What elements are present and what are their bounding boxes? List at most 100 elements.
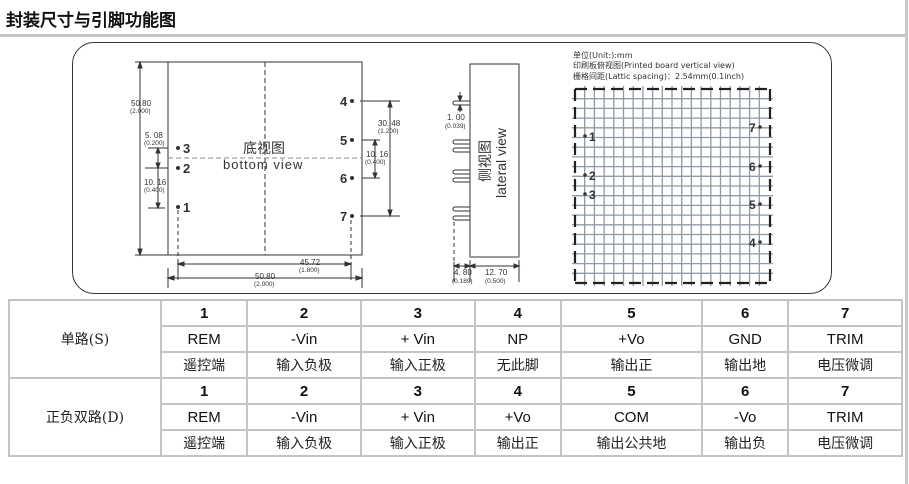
pcb-pin-2-label: 2 (589, 169, 596, 183)
dim-pin-span-in: (1.800) (299, 267, 320, 274)
dim-depth-mm: 12. 70 (485, 268, 508, 277)
side-pin (452, 215, 470, 221)
dim-pin3-offset-in: (0.200) (144, 140, 165, 147)
dim-pin-len-mm: 4. 80 (454, 268, 472, 277)
pin-description: 遥控端 (159, 351, 249, 379)
pin-3-label: 3 (183, 141, 190, 156)
dim-pin-len-in: (0.189) (452, 278, 473, 285)
pin-1-label: 1 (183, 200, 190, 215)
pin-number: 1 (159, 377, 249, 405)
pin-number: 6 (701, 377, 790, 405)
pin-2-label: 2 (183, 161, 190, 176)
pin-5-label: 5 (340, 133, 347, 148)
lateral-view-dimensions: 1. 00 (0.039) 4. 80 (0.189) 12. 70 (0.50… (445, 113, 508, 285)
pin-description: 输出公共地 (559, 429, 704, 457)
page-edge-divider (905, 0, 908, 484)
group-name-single: 单路(S) (8, 299, 162, 379)
pin-signal: REM (159, 403, 249, 431)
group-name-dual: 正负双路(D) (8, 377, 162, 457)
dim-width-mm: 50.80 (255, 272, 276, 281)
pcb-spacing-note: 栅格间距(Lattic spacing)：2.54mm(0.1inch) (573, 71, 744, 81)
pin-signal: +Vo (559, 325, 704, 353)
pcb-grid (572, 86, 773, 286)
pcb-pin-6-marker (758, 164, 762, 168)
pin-number: 2 (246, 377, 362, 405)
bottom-view-pins: 3 2 1 4 5 6 7 (176, 94, 354, 224)
page-title: 封装尺寸与引脚功能图 (6, 11, 176, 31)
pin-signal: REM (159, 325, 249, 353)
table-row: 遥控端 输入负极 输入正极 输出正 输出公共地 输出负 电压微调 (9, 429, 903, 457)
pin-signal: +Vo (473, 403, 562, 431)
lateral-view-label: 侧视图 lateral view (478, 127, 509, 198)
side-pin (452, 147, 470, 153)
pin-6-marker (350, 176, 354, 180)
pin-7-label: 7 (340, 209, 347, 224)
pin-signal: GND (701, 325, 790, 353)
pin-number: 1 (159, 299, 249, 327)
package-drawing: 3 2 1 4 5 6 7 底视图 bottom view 50.80 (2.0… (130, 50, 773, 288)
pin-number: 2 (246, 299, 362, 327)
drawing-frame (72, 42, 832, 294)
side-pin (452, 206, 470, 212)
dim-depth-in: (0.500) (485, 278, 506, 285)
pcb-pin-7-marker (758, 125, 762, 129)
side-pin (452, 139, 470, 145)
pcb-pins: 1 2 3 4 5 6 7 (583, 121, 762, 250)
pin-description: 输出正 (473, 429, 562, 457)
pcb-pin-2-marker (583, 173, 587, 177)
pin-description: 无此脚 (473, 351, 562, 379)
pcb-pin-4-marker (758, 240, 762, 244)
pin-7-marker (350, 214, 354, 218)
side-pin (452, 169, 470, 175)
dim-height-mm: 50.80 (131, 99, 152, 108)
pcb-view-notes: 单位(Unit:):mm 印刷板俯视图(Printed board vertic… (573, 50, 744, 81)
dim-pin2-1-in: (0.400) (144, 187, 165, 194)
pin-2-marker (176, 166, 180, 170)
dim-height-in: (2.000) (130, 108, 151, 115)
pcb-unit-note: 单位(Unit:):mm (573, 50, 633, 60)
pcb-outline (573, 87, 772, 285)
pin-description: 电压微调 (787, 351, 903, 379)
dim-pin-dia-mm: 1. 00 (447, 113, 465, 122)
table-row: REM -Vin + Vin NP +Vo GND TRIM (9, 325, 903, 353)
pin-description: 遥控端 (159, 429, 249, 457)
pin-function-table: 单路(S) 1 2 3 4 5 6 7 REM -Vin + Vin NP +V… (8, 299, 903, 457)
table-row: 正负双路(D) 1 2 3 4 5 6 7 (8, 377, 903, 457)
pin-description: 输入负极 (246, 351, 362, 379)
pin-signal: TRIM (787, 403, 903, 431)
dim-pin5-6-in: (0.400) (365, 159, 386, 166)
pin-signal: COM (559, 403, 704, 431)
table-row: REM -Vin + Vin +Vo COM -Vo TRIM (9, 403, 903, 431)
pcb-pin-1-marker (583, 134, 587, 138)
pin-signal: + Vin (359, 403, 476, 431)
pin-description: 输入负极 (246, 429, 362, 457)
pcb-pin-5-label: 5 (749, 198, 756, 212)
pcb-pin-5-marker (758, 202, 762, 206)
title-divider (0, 34, 906, 37)
pin-number: 5 (559, 299, 704, 327)
pin-number: 6 (701, 299, 790, 327)
pin-5-marker (350, 138, 354, 142)
side-pin (452, 177, 470, 183)
pin-number: 3 (359, 299, 476, 327)
dim-pin2-1-mm: 10. 16 (144, 178, 167, 187)
bottom-view (135, 60, 400, 288)
pin-description: 输出正 (559, 351, 704, 379)
pin-number: 4 (473, 377, 562, 405)
pcb-pin-6-label: 6 (749, 160, 756, 174)
table-row: 单路(S) 1 2 3 4 5 6 7 (8, 299, 903, 379)
dim-pin4-7-in: (1.200) (378, 128, 399, 135)
pcb-pin-1-label: 1 (589, 130, 596, 144)
pin-3-marker (176, 146, 180, 150)
bottom-view-label-en: bottom view (223, 157, 303, 172)
pin-number: 3 (359, 377, 476, 405)
lateral-view-label-cn: 侧视图 (478, 140, 494, 182)
pin-number: 7 (787, 299, 903, 327)
pin-number: 7 (787, 377, 903, 405)
dim-width-in: (2.000) (254, 281, 275, 288)
pin-4-marker (350, 99, 354, 103)
pcb-pin-3-label: 3 (589, 188, 596, 202)
pcb-pin-3-marker (583, 192, 587, 196)
pin-number: 4 (473, 299, 562, 327)
pin-signal: -Vin (246, 403, 362, 431)
